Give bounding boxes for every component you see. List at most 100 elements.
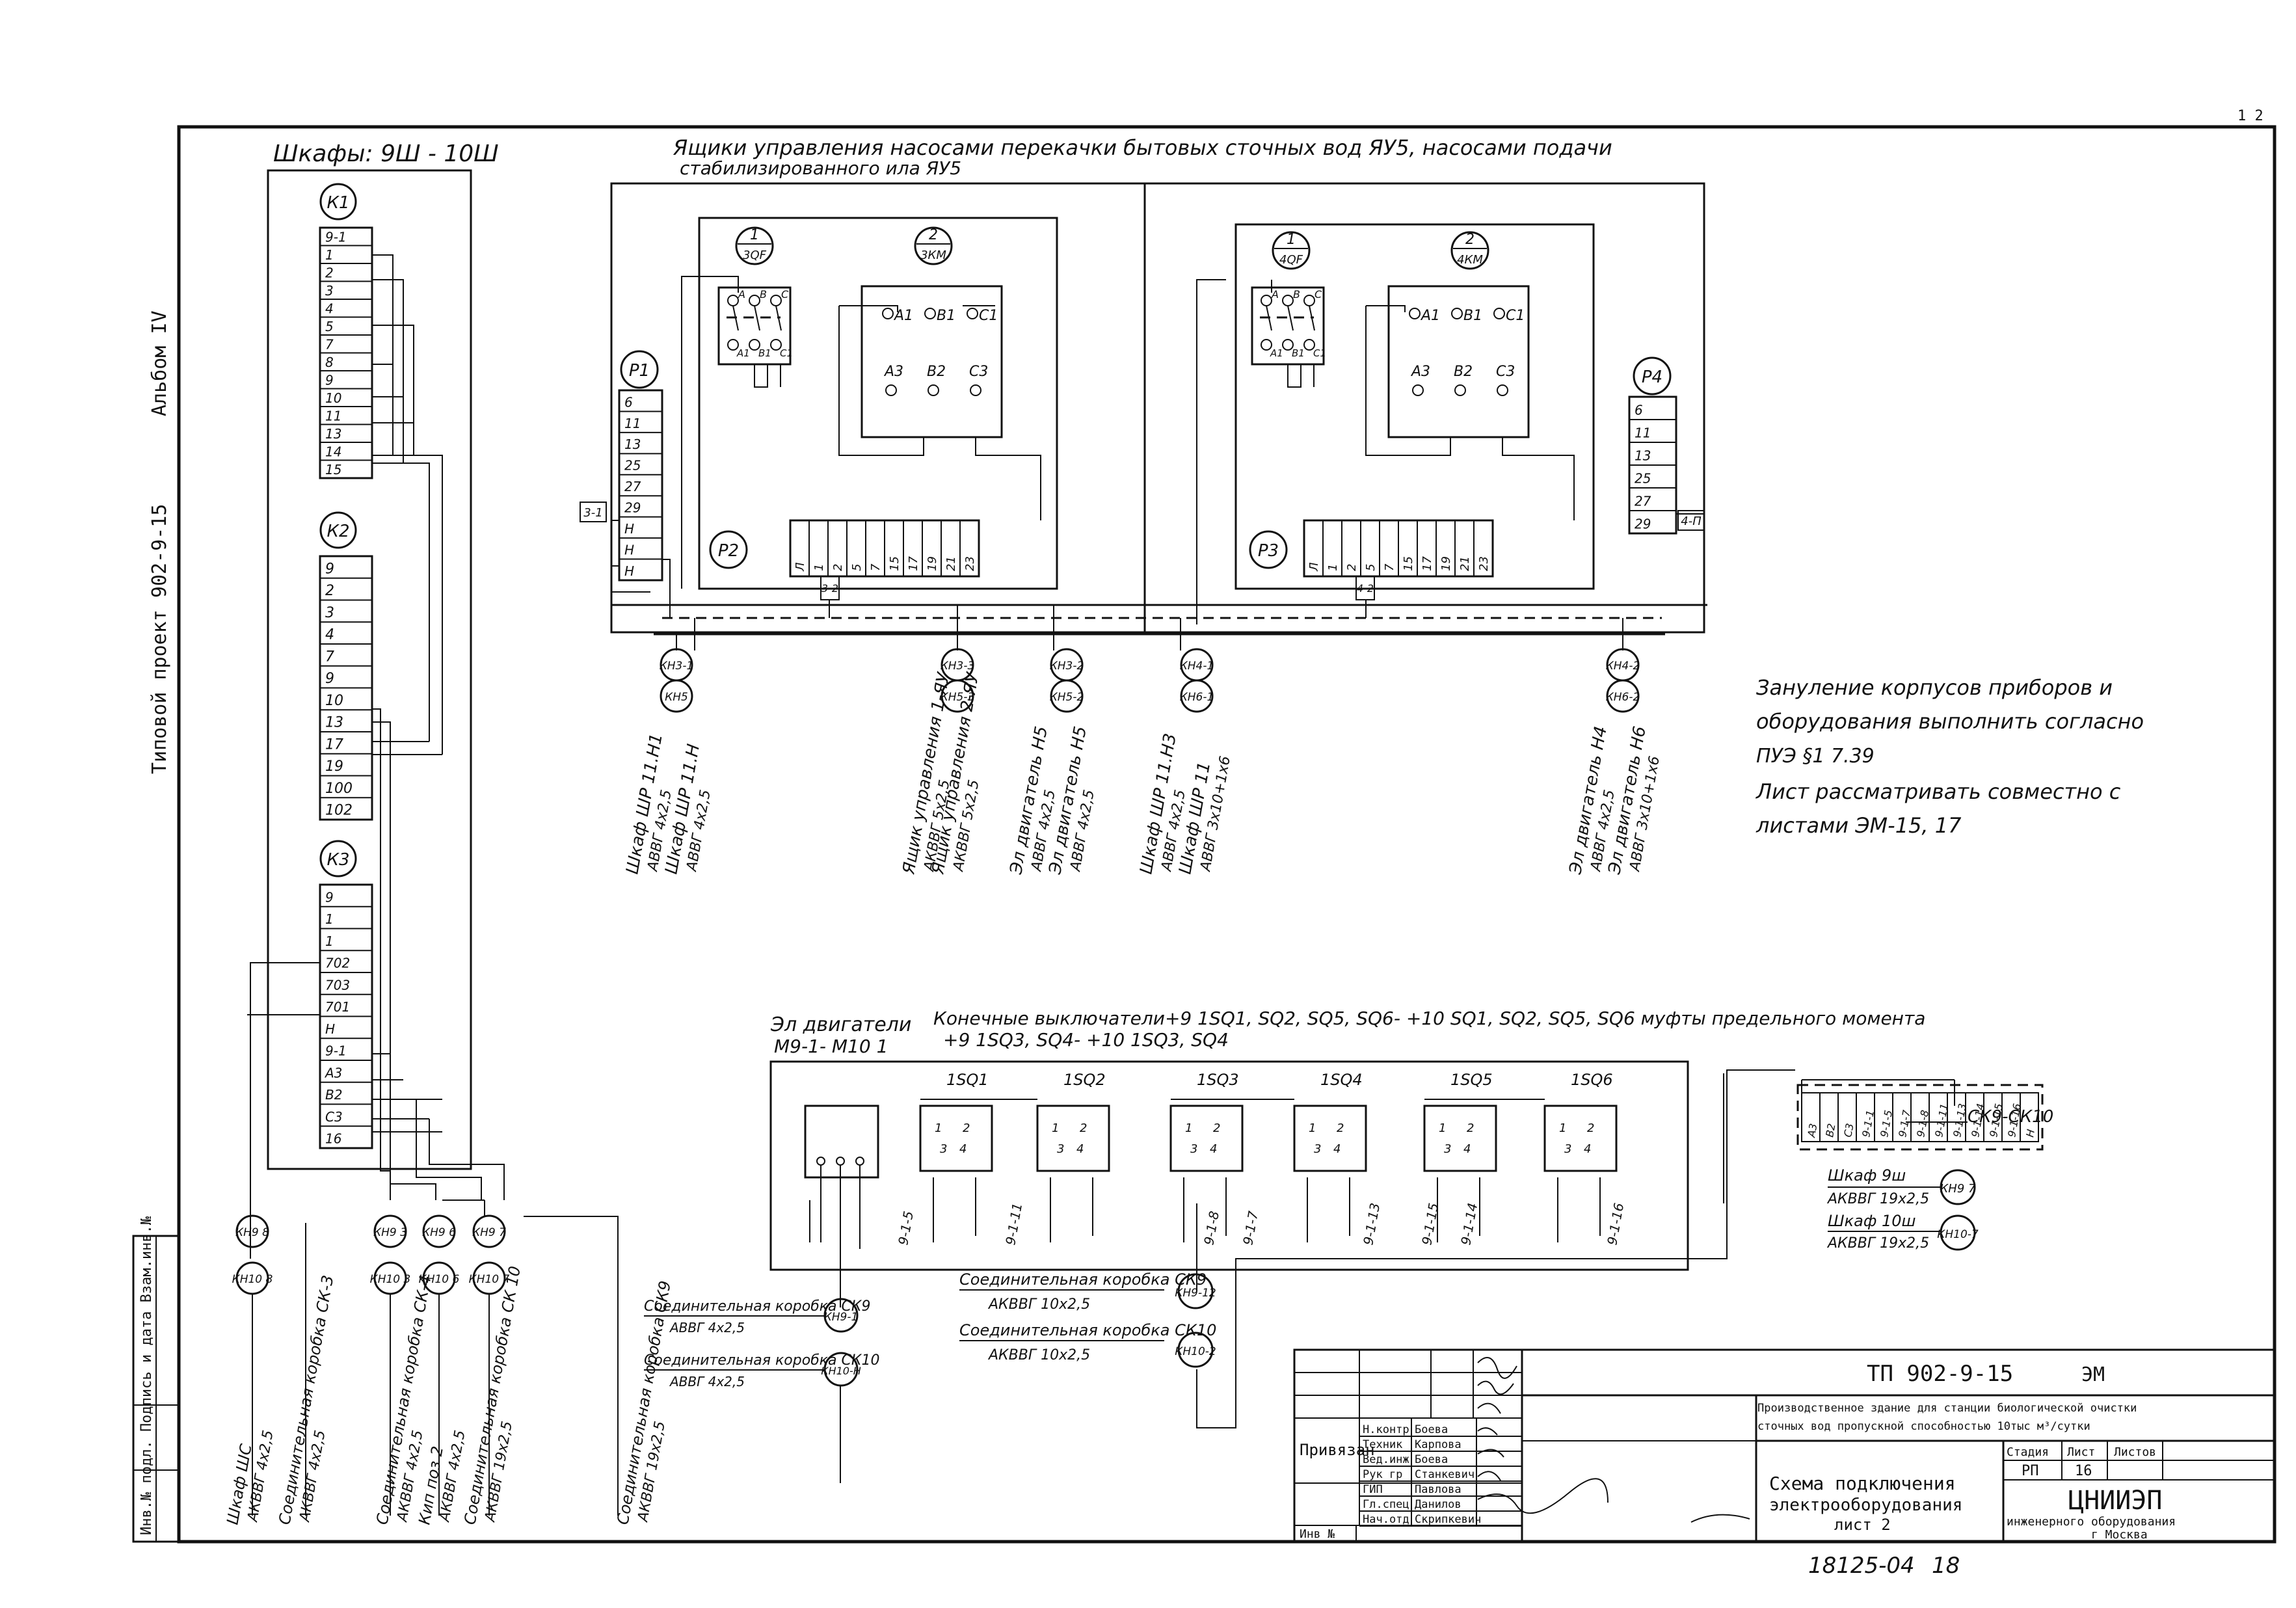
switch-label: 1SQ1 — [946, 1071, 989, 1089]
org-line-2: инженерного оборудования — [2007, 1515, 2176, 1529]
k3-terminal: 9 — [325, 889, 334, 905]
p2-terminal: 2 — [831, 564, 845, 571]
p3-terminal: 7 — [1383, 563, 1396, 571]
svg-text:2: 2 — [1467, 1121, 1474, 1135]
ck10-cable-name: Соединительная коробка СК10 — [959, 1321, 1216, 1339]
description-line-2: сточных вод пропускной способностью 10ты… — [1757, 1420, 2090, 1433]
svg-text:С3: С3 — [1496, 364, 1515, 380]
left-ck10-spec: АВВГ 4х2,5 — [669, 1374, 745, 1389]
p4-terminal: 11 — [1635, 425, 1651, 440]
project-margin-label: Типовой проект 902-9-15 — [148, 504, 171, 774]
svg-text:В2: В2 — [927, 364, 946, 380]
motors-title: Эл двигатели — [770, 1013, 911, 1036]
sheet-value: 16 — [2075, 1463, 2092, 1479]
svg-text:КН5-2: КН5-2 — [1050, 691, 1084, 704]
p4-terminal: 29 — [1635, 516, 1651, 531]
svg-text:КН3-3: КН3-3 — [941, 660, 975, 673]
svg-text:КН10-7: КН10-7 — [1937, 1228, 1979, 1241]
svg-text:4-2: 4-2 — [1357, 582, 1374, 595]
archive-sheet: 18 — [1932, 1553, 1960, 1579]
svg-text:КН10 8: КН10 8 — [232, 1273, 273, 1286]
wire-tag: 9-1-14 — [1458, 1201, 1480, 1246]
boxes-title-2: стабилизированного ила ЯУ5 — [680, 157, 961, 179]
left-box-panel — [698, 217, 1058, 590]
kn9-1-marker — [823, 1298, 859, 1333]
description-line-1: Производственное здание для станции биол… — [1757, 1402, 2137, 1415]
boxes-outline — [610, 182, 1705, 634]
ck10-cable-spec: АКВВГ 10х2,5 — [987, 1347, 1090, 1363]
p2-terminal: 1 — [812, 564, 826, 571]
svg-text:КН9 6: КН9 6 — [422, 1226, 456, 1239]
right-breaker-marker — [1272, 231, 1311, 270]
p1-terminal: 11 — [624, 416, 641, 431]
p1-terminal: 27 — [624, 479, 641, 494]
svg-text:КН4-2: КН4-2 — [1606, 660, 1640, 673]
kn10-7-marker — [472, 1261, 506, 1295]
svg-text:С: С — [1315, 288, 1322, 301]
left-ck10-name: Соединительная коробка СК10 — [644, 1352, 880, 1369]
svg-text:3QF: 3QF — [743, 248, 767, 262]
kn10-8-marker — [235, 1261, 269, 1295]
wire-tag: 9-1-8 — [1201, 1210, 1222, 1246]
svg-text:2: 2 — [929, 227, 938, 243]
switch-label: 1SQ3 — [1197, 1071, 1239, 1089]
archive-number: 18125-04 — [1808, 1553, 1915, 1579]
svg-text:А3: А3 — [883, 364, 903, 380]
k1-terminal: 5 — [325, 319, 334, 334]
p3-terminal: 19 — [1439, 556, 1453, 571]
inventory-stub-text: Инв.№ подл. Подпись и дата Взам.инв.№ — [139, 1216, 155, 1535]
signatures — [1477, 1357, 1750, 1523]
note-line-5: листами ЭМ-15, 17 — [1755, 813, 1962, 838]
kn6-2-marker — [1606, 679, 1640, 713]
k2-terminal: 2 — [325, 583, 334, 599]
svg-text:Р1: Р1 — [629, 361, 650, 381]
svg-text:КН9-12: КН9-12 — [1175, 1287, 1216, 1300]
role-label: Вед.инж — [1363, 1453, 1409, 1466]
svg-text:КН3-1: КН3-1 — [660, 660, 694, 673]
left-ck9-spec: АВВГ 4х2,5 — [669, 1320, 745, 1335]
k2-terminal: 10 — [325, 693, 343, 709]
right-contactor-marker — [1450, 231, 1489, 270]
svg-text:КН10-2: КН10-2 — [1175, 1345, 1216, 1358]
svg-text:А3: А3 — [1805, 1123, 1820, 1139]
kn10-3-marker — [373, 1261, 407, 1295]
k1-terminal: 11 — [325, 408, 341, 423]
right-cable2-spec: АКВВГ 19х2,5 — [1826, 1235, 1929, 1252]
drawing-mark: ЭМ — [2081, 1363, 2105, 1386]
cabinets-outline — [267, 169, 472, 1170]
k1-marker — [319, 183, 357, 221]
svg-text:1: 1 — [750, 227, 759, 243]
svg-text:2: 2 — [1080, 1121, 1087, 1135]
kn6-1-marker — [1180, 679, 1214, 713]
svg-text:3: 3 — [1057, 1142, 1064, 1156]
p3-terminal: 2 — [1345, 564, 1359, 571]
switches-sub: +9 1SQ3, SQ4- +10 1SQ3, SQ4 — [943, 1029, 1229, 1051]
svg-text:3: 3 — [1190, 1142, 1197, 1156]
k1-terminal: 4 — [325, 301, 334, 316]
svg-text:4: 4 — [1333, 1142, 1341, 1156]
drawing-title-1: Схема подключения — [1769, 1473, 1956, 1494]
inv-label: Инв № — [1300, 1527, 1335, 1541]
kn9-12-marker — [1177, 1273, 1214, 1309]
switch-label: 1SQ2 — [1063, 1071, 1106, 1089]
k1-terminal: 14 — [325, 444, 341, 459]
svg-text:3: 3 — [1564, 1142, 1571, 1156]
svg-text:Н: Н — [2023, 1129, 2037, 1138]
k3-terminal: В2 — [325, 1087, 342, 1103]
sheet-header: Лист — [2067, 1445, 2095, 1459]
svg-text:К2: К2 — [327, 522, 349, 541]
limit-switch — [919, 1105, 993, 1172]
svg-text:3: 3 — [1444, 1142, 1451, 1156]
k2-terminal: 19 — [325, 758, 343, 775]
svg-text:1: 1 — [935, 1121, 942, 1135]
svg-text:КН10 3: КН10 3 — [370, 1273, 411, 1286]
svg-text:КН9 8: КН9 8 — [235, 1226, 269, 1239]
k2-terminal: 17 — [325, 736, 343, 753]
svg-text:1: 1 — [1185, 1121, 1192, 1135]
p1-terminal: 29 — [624, 500, 641, 516]
ck9-cable-name: Соединительная коробка СК9 — [959, 1270, 1207, 1289]
svg-text:1: 1 — [1309, 1121, 1316, 1135]
role-name: Боева — [1415, 1423, 1448, 1436]
k3-marker — [319, 840, 357, 878]
